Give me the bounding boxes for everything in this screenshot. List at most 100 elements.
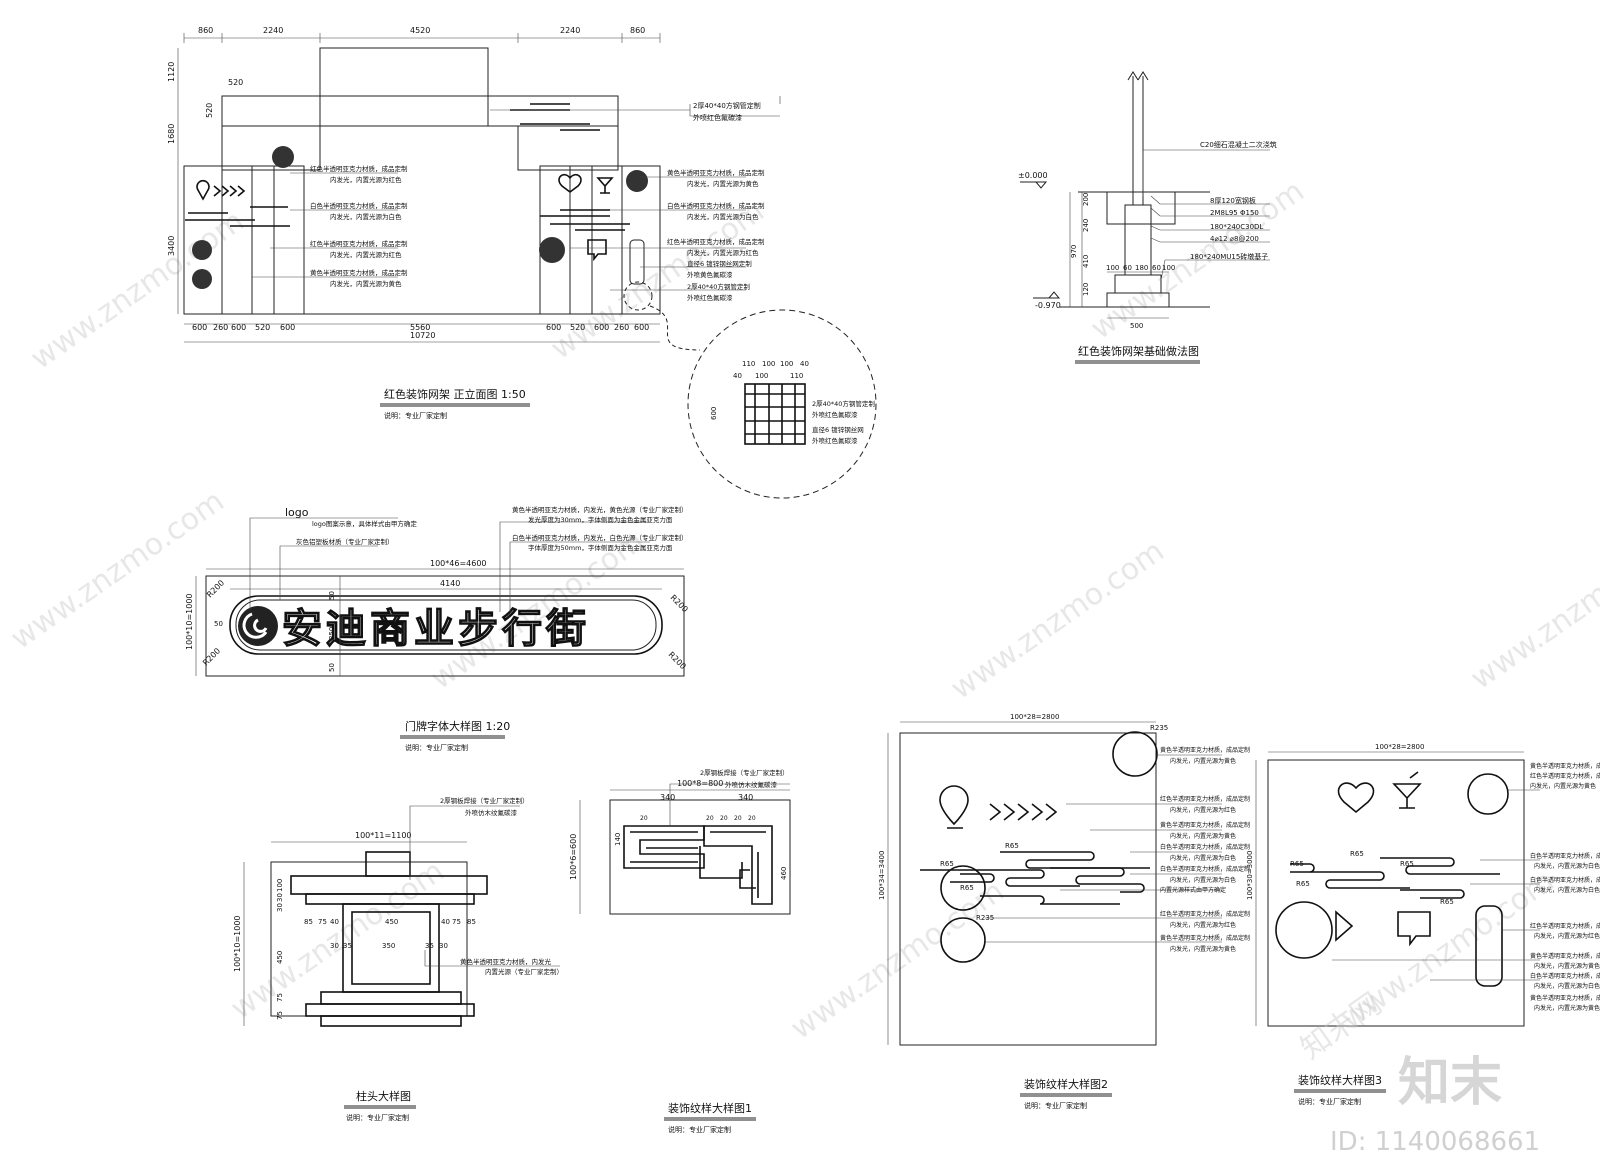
- callout-text: 灰色铝塑板材质（专业厂家定制）: [296, 537, 394, 546]
- dim-h: 100: [1106, 264, 1119, 272]
- dim: 140: [614, 833, 622, 846]
- sign-text: 安迪商业步行街: [282, 606, 590, 652]
- callout-text: 2厚钢板焊接（专业厂家定制）: [700, 768, 789, 777]
- drawing-title: 装饰纹样大样图1: [668, 1101, 752, 1115]
- radius-label: R65: [1350, 850, 1364, 858]
- dim-v: 100: [276, 879, 284, 892]
- heart-icon: [192, 240, 212, 260]
- cloud-pattern: [1310, 871, 1410, 889]
- watermark-text: www.znzmo.com: [1465, 524, 1600, 697]
- dim-v: 75: [276, 1011, 284, 1020]
- callout-text: 白色半透明亚克力材质，成品定制: [1160, 865, 1250, 873]
- dark-circle-icon: [192, 269, 212, 289]
- drawing-title: 门牌字体大样图 1:20: [405, 719, 510, 733]
- radius-label: R65: [940, 860, 954, 868]
- callout-text: 内发光，内置光源为黄色: [330, 279, 402, 288]
- dim-bottom: 600: [231, 323, 246, 332]
- dim: 20: [734, 815, 742, 822]
- callout-text: 内发光，内置光源为红色: [1170, 806, 1236, 814]
- dim-total: 970: [1070, 245, 1078, 258]
- dim-bottom: 600: [546, 323, 561, 332]
- callout-text: 外喷黄色氟碳漆: [687, 270, 733, 279]
- sign-drawing: 安迪商业步行街 100*46=4600 4140 100*10=1000 R20…: [185, 505, 690, 752]
- dim-top: 860: [198, 26, 213, 35]
- dim-sub: 520: [205, 103, 214, 118]
- drawing-note: 说明：专业厂家定制: [405, 743, 468, 752]
- id-text: ID: 1140068661: [1330, 1127, 1540, 1157]
- pattern1-drawing: 100*8=800 340 340 140 460 20 20 20 20 20…: [569, 768, 791, 1134]
- dim-h: 60: [1123, 264, 1132, 272]
- detail-bubble: [687, 309, 877, 499]
- callout-text: 内发光，内置光源为黄色: [1170, 945, 1236, 953]
- dim: 340: [660, 793, 675, 802]
- dim-detail: 100: [780, 360, 793, 368]
- heart-icon: [940, 865, 986, 911]
- dim-top: 2240: [263, 26, 283, 35]
- dim: 20: [640, 815, 648, 822]
- callout-text: 内置光源样式由甲方确定: [1160, 886, 1226, 894]
- callout-text: 白色半透明亚克力材质，成品定制: [667, 201, 765, 210]
- callout-text: 内发光，内置光源为白色: [330, 212, 402, 221]
- dim-h: 100: [1162, 264, 1175, 272]
- cloud-pattern: [980, 895, 1120, 905]
- dim-top: 2240: [560, 26, 580, 35]
- dim-bottom: 260: [213, 323, 228, 332]
- callout-text: 2厚40*40方钢管定制: [693, 101, 761, 110]
- cocktail-icon: [1392, 771, 1422, 809]
- callout-text: 内发光，内置光源为红色: [330, 250, 402, 259]
- dim-inner: 350: [382, 942, 395, 950]
- callout-text: 外喷红色氟碳漆: [693, 113, 742, 122]
- callout-text: 内置光源（专业厂家定制）: [485, 967, 563, 976]
- dim: 340: [738, 793, 753, 802]
- drawing-note: 说明：专业厂家定制: [346, 1113, 409, 1122]
- dim-top: 100*28=2800: [1010, 713, 1059, 721]
- dim-detail: 110: [742, 360, 755, 368]
- drawing-title: 红色装饰网架 正立面图 1:50: [384, 387, 526, 401]
- dim-small: 50: [214, 620, 223, 628]
- dim-h: 75: [318, 918, 327, 926]
- callout-text: 红色半透明亚克力材质，成品定制: [1530, 922, 1600, 930]
- radius-label: R65: [1290, 860, 1304, 868]
- dim-v: 30: [276, 893, 284, 902]
- watermark-text: www.znzmo.com: [945, 534, 1171, 707]
- dim-detail: 600: [710, 407, 718, 420]
- drawing-note: 说明：专业厂家定制: [1298, 1097, 1361, 1106]
- dim-top: 100*8=800: [677, 779, 723, 788]
- cloud-pattern: [540, 209, 630, 231]
- drawing-title: 装饰纹样大样图2: [1024, 1077, 1108, 1091]
- callout-text: 黄色半透明亚克力材质，成品定制: [1530, 952, 1600, 960]
- dim-v: 410: [1082, 255, 1090, 268]
- pattern3-drawing: 100*28=2800 100*30=3000 R65 R65 R65 R65 …: [1246, 743, 1600, 1106]
- dim-v: 30: [276, 903, 284, 912]
- radius-label: R200: [205, 578, 226, 599]
- callout-text: 内发光，内置光源为黄色: [1534, 962, 1600, 970]
- callout-text: 内发光，内置光源为黄色: [1170, 757, 1236, 765]
- dim-h: 85: [304, 918, 313, 926]
- dim-bottom: 260: [614, 323, 629, 332]
- watermark-text: www.znzmo.com: [25, 204, 251, 377]
- callout-text: 黄色半透明亚克力材质，成品定制: [1160, 821, 1250, 829]
- dim-bottom: 520: [255, 323, 270, 332]
- callout-text: 内发光，内置光源为黄色: [687, 179, 759, 188]
- callout-text: 黄色半透明亚克力材质，内发光，黄色光源（专业厂家定制）: [512, 505, 688, 514]
- callout-text: 直径6 镀锌钢丝网定制: [687, 259, 752, 268]
- callout-text: 2厚钢板焊接（专业厂家定制）: [440, 796, 529, 805]
- callout-text: 红色半透明亚克力材质，成品定制: [310, 239, 408, 248]
- location-pin-icon: [939, 785, 969, 829]
- dim-v: 120: [1082, 283, 1090, 296]
- dim-v: 450: [276, 951, 284, 964]
- speech-bubble-icon: [1397, 911, 1431, 947]
- radius-label: R235: [1150, 724, 1168, 732]
- dim-bottom: 5560: [410, 323, 430, 332]
- dim-left: 100*6=600: [569, 834, 578, 880]
- dim-bottom: 600: [634, 323, 649, 332]
- level-bottom: -0.970: [1035, 301, 1061, 310]
- dim-small: 350: [328, 627, 336, 640]
- callout-text: C20细石混凝土二次浇筑: [1200, 140, 1277, 149]
- callout-text: 红色半透明亚克力材质，成品定制: [1530, 772, 1600, 780]
- dim-top: 100*11=1100: [355, 831, 412, 840]
- callout-text: 2厚40*40方钢管定制: [812, 399, 875, 408]
- callout-text: 外喷仿木纹氟碳漆: [725, 780, 778, 789]
- dim-detail: 40: [800, 360, 809, 368]
- callout-text: 180*240C30DL: [1210, 223, 1263, 231]
